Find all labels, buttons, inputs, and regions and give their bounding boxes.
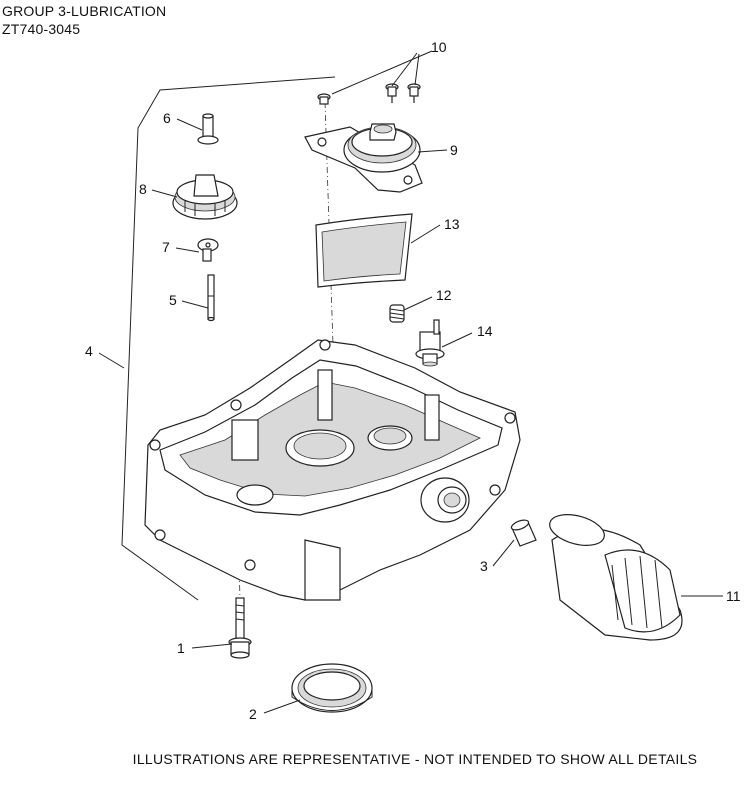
- oil-seal[interactable]: [291, 663, 373, 713]
- oil-pressure-switch[interactable]: [415, 319, 445, 367]
- oil-pan-assembly-bracket: [121, 76, 336, 601]
- oil-pan[interactable]: [144, 339, 521, 601]
- callout-9: 9: [450, 142, 458, 158]
- callout-3: 3: [480, 558, 488, 574]
- callout-10: 10: [431, 39, 447, 55]
- callout-1: 1: [177, 640, 185, 656]
- callout-2: 2: [249, 706, 257, 722]
- governor-cross-arm[interactable]: [197, 238, 219, 262]
- callout-13: 13: [444, 216, 460, 232]
- callout-7: 7: [162, 239, 170, 255]
- leader-lines: [98, 50, 723, 714]
- idler-shaft-pin[interactable]: [197, 113, 219, 145]
- pump-cover-screws[interactable]: [317, 83, 421, 105]
- oil-filter[interactable]: [546, 509, 683, 641]
- diagram-model-number: ZT740-3045: [2, 21, 81, 37]
- callout-4: 4: [85, 343, 93, 359]
- oil-filter-nipple[interactable]: [510, 518, 537, 547]
- diagram-title: GROUP 3-LUBRICATION: [2, 3, 167, 19]
- relief-valve-spring[interactable]: [389, 304, 405, 323]
- callout-11: 11: [726, 588, 741, 604]
- callout-14: 14: [477, 323, 493, 339]
- callout-6: 6: [163, 110, 171, 126]
- oil-pump[interactable]: [304, 123, 423, 193]
- governor-shaft[interactable]: [207, 274, 215, 322]
- disclaimer-note: ILLUSTRATIONS ARE REPRESENTATIVE - NOT I…: [0, 751, 750, 767]
- callout-12: 12: [436, 287, 452, 303]
- pickup-screen[interactable]: [315, 213, 413, 288]
- drain-plug-bolt[interactable]: [228, 597, 252, 659]
- callout-5: 5: [169, 292, 177, 308]
- callout-8: 8: [139, 181, 147, 197]
- disclaimer-text: ILLUSTRATIONS ARE REPRESENTATIVE - NOT I…: [132, 751, 698, 767]
- governor-gear[interactable]: [172, 174, 238, 220]
